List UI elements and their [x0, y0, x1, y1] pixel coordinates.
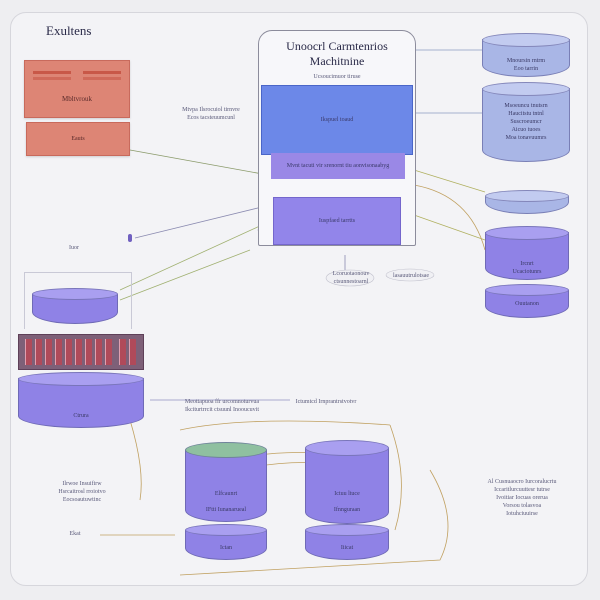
diagram-title: Exultens [46, 23, 92, 38]
cylinder-label: Ouutanon [515, 301, 539, 307]
red-box-bar [33, 77, 71, 80]
center-note-right: lasauutrulotsae [393, 273, 429, 279]
red-box-bar [83, 71, 121, 74]
red-box-bar [33, 71, 71, 74]
bottom-left-small: Ekat [69, 531, 81, 537]
center-note-left: Lcoruotaonouv ctsunnestoarnl [332, 271, 370, 285]
bottom-left-note: Ilrwoe Insuifirw Hsrcaitrosl rroiotvo Eo… [58, 481, 106, 503]
cylinder-label: Ctrura [73, 413, 89, 419]
central-machine[interactable]: Unoocrl Carmtenrios Machitnine Ucsoucimu… [258, 30, 416, 246]
bottom-cylinder-2[interactable]: Ictan [185, 524, 267, 560]
cylinder-label: Mnoursin rntrm Eoo tarrin [506, 58, 546, 72]
storage-bracket [24, 272, 132, 329]
cylinder-label: Iiicat [340, 545, 354, 551]
mid-note-right: Ictumtcd Irnprantrstvotvr [295, 399, 357, 405]
red-box-label: Mbltvrouk [62, 95, 92, 103]
left-cylinder-1[interactable] [32, 288, 118, 324]
cylinder-label: Elfcaunrt IFtti Iunanarueal [205, 491, 247, 513]
left-mid-annotation: Mtvpa Ilsrocuiol tirnvre Ecos tacsteuumc… [182, 107, 240, 121]
cylinder-label: Ictan [220, 545, 232, 551]
red-box-bar [83, 77, 121, 80]
server-rack[interactable] [18, 334, 144, 370]
red-box-2[interactable]: Eauts [26, 122, 130, 156]
cylinder-label: Ircnrt Ucaciotunrs [512, 261, 542, 275]
bottom-cylinder-1[interactable]: Elfcaunrt IFtti Iunanarueal [185, 442, 267, 522]
right-cylinder-5[interactable]: Ouutanon [485, 284, 569, 318]
red-box-1[interactable]: Mbltvrouk [24, 60, 130, 118]
left-cylinder-2[interactable]: Ctrura [18, 372, 144, 428]
bottom-cylinder-3[interactable]: Ictuu ltuce Ifnnguraan [305, 440, 389, 524]
red-box-label: Eauts [71, 136, 85, 142]
machine-subtitle: Ucsoucimuor tiruse [313, 74, 361, 80]
center-block-output[interactable]: Iuspfaed tarrtts [273, 197, 401, 245]
bottom-cylinder-4[interactable]: Iiicat [305, 524, 389, 560]
machine-title: Unoocrl Carmtenrios Machitnine [286, 39, 388, 68]
right-cylinder-4[interactable]: Ircnrt Ucaciotunrs [485, 226, 569, 280]
left-small-label: Iuor [69, 245, 79, 251]
cylinder-label: Ictuu ltuce Ifnnguraan [333, 491, 361, 513]
center-block-input[interactable]: Ikspuel toaud [261, 85, 413, 155]
pin-icon [128, 234, 132, 242]
bottom-right-note: Al Cusnuaocro Iurcoralucrtu Iccaritlurcu… [487, 479, 557, 517]
right-cylinder-2[interactable]: Msoeuncu tnutsrn Haucitstu tntnl Suscroe… [482, 82, 570, 162]
right-cylinder-3[interactable] [485, 190, 569, 214]
mid-note-left: Meottapuoa ffr urcomnoturvua Ikciturtrrc… [184, 399, 260, 413]
cylinder-label: Msoeuncu tnutsrn Haucitstu tntnl Suscroe… [504, 103, 548, 141]
right-cylinder-1[interactable]: Mnoursin rntrm Eoo tarrin [482, 33, 570, 77]
center-block-process[interactable]: Mvnt tacuti vir srenornt tiu aonvisonaab… [271, 153, 405, 179]
